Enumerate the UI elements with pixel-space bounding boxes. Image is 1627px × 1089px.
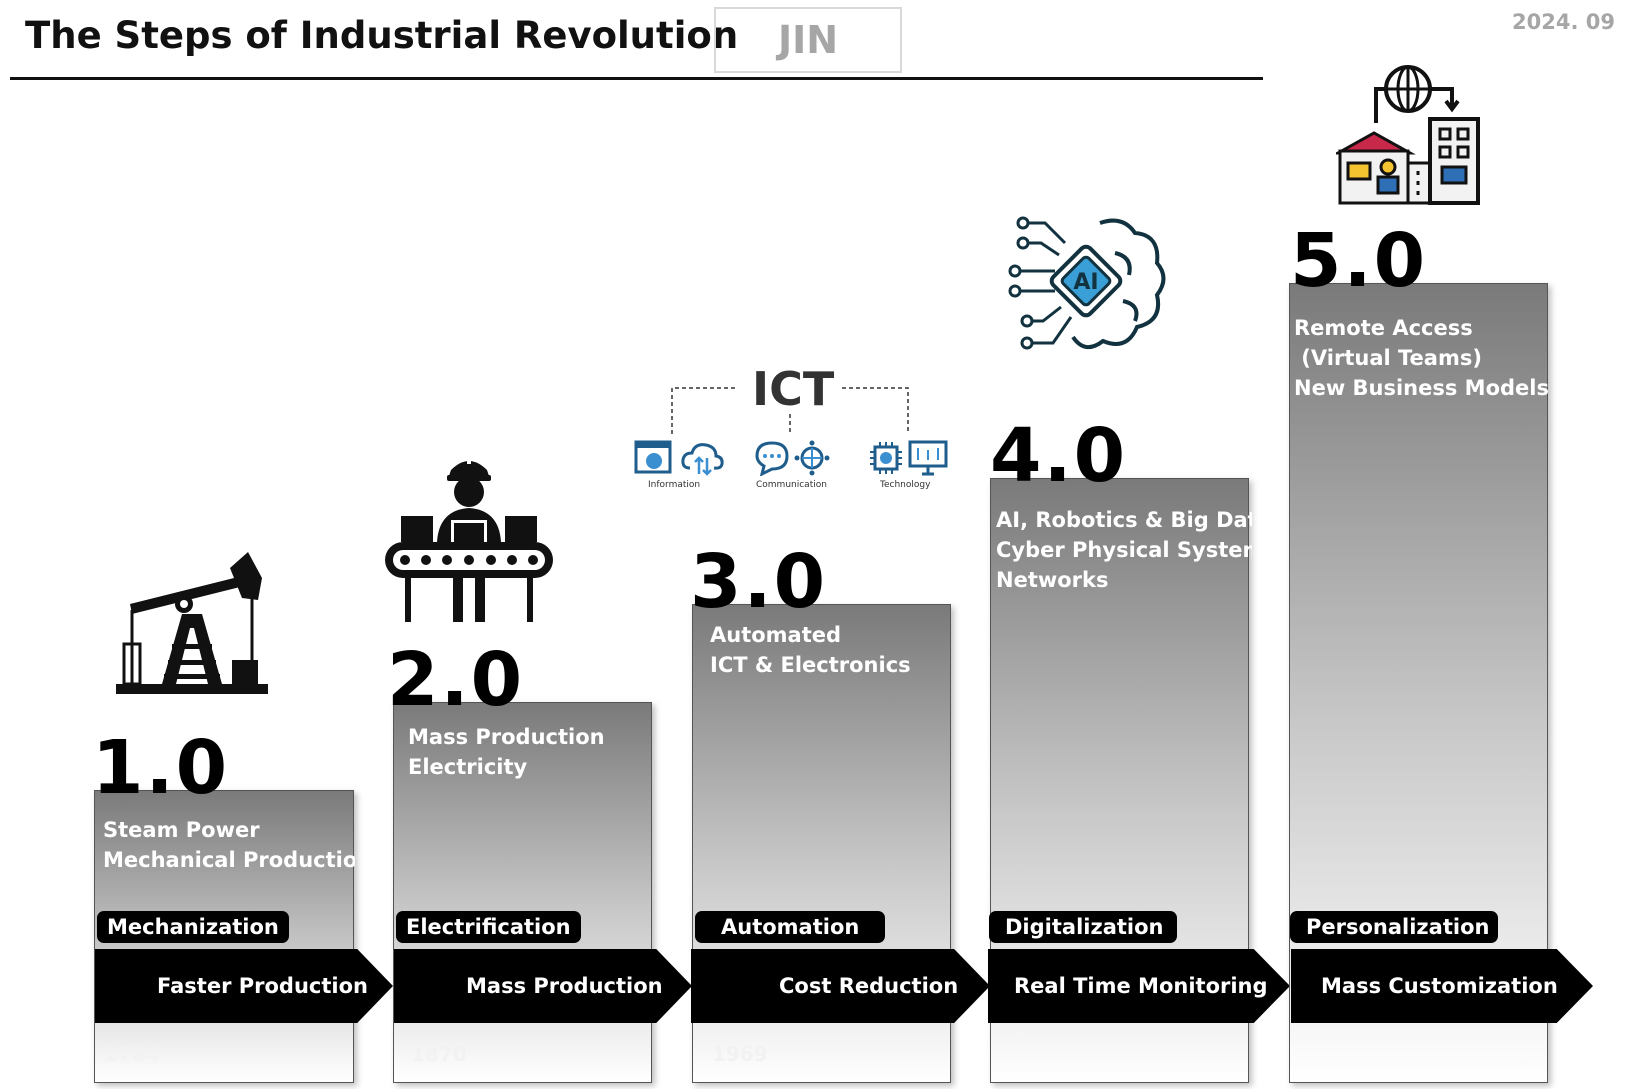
step-1-benefit: Faster Production [157,974,368,998]
step-4-number: 4.0 [990,413,1128,499]
ict-caption-communication: Communication [756,480,827,490]
monitor-circuit-icon [908,440,948,476]
step-2-benefit: Mass Production [466,974,663,998]
ai-brain-icon: AI [1008,216,1166,350]
step-1-year: 1784 [104,1042,160,1066]
step-2-year: 1870 [411,1042,467,1066]
title-divider [10,77,1263,80]
page-title: The Steps of Industrial Revolution [25,14,739,57]
step-3-benefit: Cost Reduction [779,974,959,998]
step-4-stage-label: Digitalization [989,911,1177,943]
step-1-stage-label: Mechanization [97,911,289,943]
network-globe-icon [794,440,830,476]
step-3-benefit-arrow: Cost Reduction [691,949,990,1023]
chat-bubble-icon [755,441,789,476]
step-4-description: AI, Robotics & Big Data Cyber Physical S… [996,508,1252,592]
step-5-stage-label: Personalization [1290,911,1498,943]
step-1-benefit-arrow: Faster Production [95,949,393,1023]
ict-title: ICT [752,362,835,416]
step-2-benefit-arrow: Mass Production [394,949,692,1023]
svg-text:AI: AI [1073,270,1098,295]
step-3-year: 1969 [712,1042,768,1066]
author-box: JIN [714,7,902,73]
step-4-benefit: Real Time Monitoring [1014,974,1268,998]
step-5-benefit: Mass Customization [1321,974,1558,998]
step-1-description: Steam Power Mechanical Production [103,818,355,872]
cloud-sync-icon [681,443,724,476]
step-5-benefit-arrow: Mass Customization [1291,949,1593,1023]
step-2-stage-label: Electrification [396,911,581,943]
step-5-description: Remote Access (Virtual Teams) New Busine… [1294,316,1549,400]
remote-office-icon [1336,65,1480,205]
browser-globe-icon [634,440,672,474]
ict-caption-technology: Technology [880,480,931,490]
chip-icon [870,442,902,474]
ict-connector-lines [671,387,909,434]
conveyor-worker-icon [385,454,553,622]
step-1-number: 1.0 [92,725,230,811]
step-3-stage-label: Automation [695,911,885,943]
oil-pump-icon [116,552,268,694]
step-4-benefit-arrow: Real Time Monitoring [988,949,1290,1023]
step-5-number: 5.0 [1290,218,1428,304]
step-3-description: Automated ICT & Electronics [710,623,911,677]
step-2-description: Mass Production Electricity [408,725,605,779]
step-3-number: 3.0 [690,539,828,625]
date-label: 2024. 09 [1512,10,1615,34]
author-name: JIN [777,18,839,62]
step-2-number: 2.0 [387,637,525,723]
ict-caption-information: Information [648,480,701,490]
